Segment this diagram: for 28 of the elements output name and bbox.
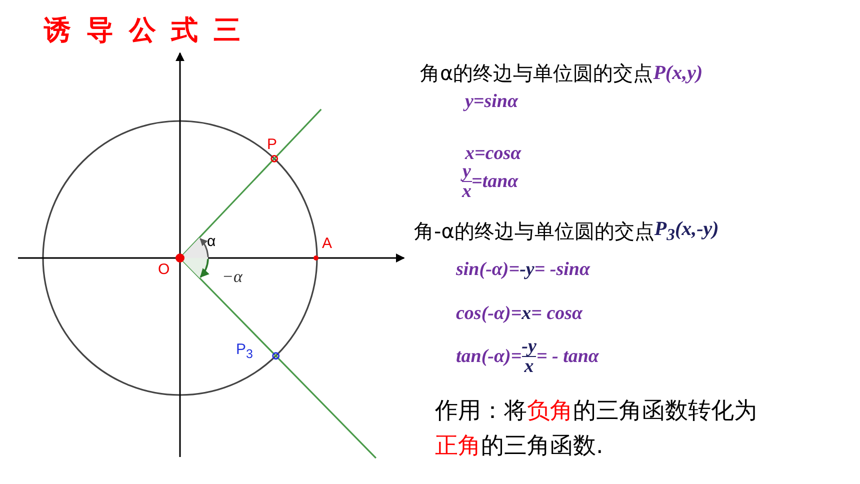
point-label: P [267, 137, 278, 154]
formula-text: = cosα [531, 303, 583, 325]
angle-label: −α [222, 268, 242, 287]
formula-text: -y [520, 259, 534, 281]
angle-label: α [207, 234, 216, 250]
formula-text: x [462, 182, 472, 201]
formula-text: -y [522, 337, 536, 356]
description-text: 角-α的终边与单位圆的交点 [414, 218, 654, 245]
formula-text: = - tanα [536, 346, 599, 368]
formula-text: sin(-α)= [456, 259, 520, 281]
point-label: O [158, 262, 170, 278]
formula-text: x=cosα [465, 143, 522, 165]
formula-text: =tanα [472, 170, 518, 192]
formula-text: y=sinα [465, 91, 518, 113]
formula-text: x [524, 357, 534, 376]
formula-text: tan(-α)= [456, 346, 522, 368]
formula-text: y [462, 162, 471, 181]
point-label: A [322, 236, 332, 252]
point-coordinates: P(x,y) [653, 62, 703, 85]
point-coordinates: P$_{3}$(x,-y) [654, 218, 719, 245]
formula-text: x [522, 303, 532, 325]
point-label: P$_{3}$ [236, 342, 253, 362]
note-text: 作用：将负角的三角函数转化为 [435, 397, 757, 426]
title: 诱 导 公 式 三 [44, 14, 241, 48]
note-text: 正角的三角函数. [435, 432, 604, 461]
formula-text: cos(-α)= [456, 303, 522, 325]
formula-text: = -sinα [534, 259, 590, 281]
description-text: 角α的终边与单位圆的交点 [420, 60, 654, 87]
